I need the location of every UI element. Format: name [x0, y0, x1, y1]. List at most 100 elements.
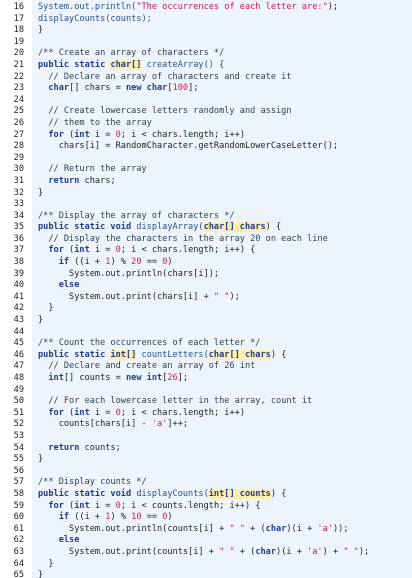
code-line: 56	[0, 466, 412, 478]
line-number: 29	[13, 152, 24, 163]
code-token: (	[63, 500, 75, 511]
line-number: 31	[13, 175, 24, 186]
code-text: // For each lowercase letter in the arra…	[38, 396, 312, 408]
code-background	[32, 0, 412, 578]
code-token: ) {	[270, 349, 287, 360]
code-token: i =	[89, 245, 116, 256]
line-number: 57	[13, 477, 24, 488]
code-token: [] chars =	[69, 83, 126, 94]
code-token: " "	[219, 546, 235, 557]
code-text: char[] chars = new char[100];	[38, 83, 198, 95]
line-number: 60	[13, 512, 24, 523]
code-token: char[]	[110, 59, 142, 70]
code-line: 33	[0, 199, 412, 211]
code-text: }	[38, 454, 43, 466]
code-token: createArray() {	[141, 59, 225, 70]
code-line: 24	[0, 95, 412, 107]
code-token: ];	[188, 83, 199, 94]
code-token: )(i +	[276, 546, 308, 557]
code-token: int	[74, 245, 90, 256]
code-token: counts[chars[i] -	[38, 419, 152, 430]
code-token: 0	[162, 257, 168, 268]
line-number: 64	[13, 558, 24, 569]
code-token: ) {	[265, 222, 282, 233]
code-token: 26	[167, 373, 178, 383]
code-line: 63 System.out.print(counts[i] + " " + (c…	[0, 547, 412, 559]
code-token: new char	[125, 83, 168, 94]
code-token: );	[358, 546, 370, 557]
code-line: 22 // Declare an array of characters and…	[0, 72, 412, 84]
code-line: 50 // For each lowercase letter in the a…	[0, 396, 412, 408]
code-token: (	[63, 129, 75, 140]
line-number: 59	[13, 500, 24, 511]
code-line: 52 counts[chars[i] - 'a']++;	[0, 419, 412, 431]
line-number: 52	[13, 419, 24, 430]
line-number: 37	[13, 245, 24, 256]
code-line: 57/** Display counts */	[0, 477, 412, 489]
code-token: 100	[172, 83, 189, 94]
code-line: 30 // Return the array	[0, 164, 412, 176]
code-token: }	[38, 315, 44, 326]
code-token: )	[167, 512, 173, 523]
code-text: if ((i + 1) % 10 == 0)	[38, 512, 173, 524]
line-number: 61	[13, 523, 24, 534]
code-text: // Create lowercase letters randomly and…	[38, 106, 291, 118]
line-number: 26	[13, 117, 24, 128]
line-number: 44	[13, 326, 24, 337]
code-line: 51 for (int i = 0; i < chars.length; i++…	[0, 408, 412, 420]
code-text: }	[38, 188, 43, 200]
code-token: 'a'	[317, 523, 333, 534]
code-token: [	[162, 373, 168, 383]
code-token: char	[265, 523, 287, 534]
code-token: (	[63, 245, 75, 256]
code-token: }	[38, 454, 44, 465]
code-text: return chars;	[38, 176, 115, 188]
code-text: }	[38, 559, 53, 571]
line-number: 53	[13, 430, 24, 441]
code-token: i =	[89, 129, 116, 140]
code-token: 1	[105, 257, 111, 268]
code-line: 38 if ((i + 1) % 20 == 0)	[0, 257, 412, 269]
code-token: ]++;	[167, 419, 189, 430]
code-token: ((i +	[69, 512, 106, 523]
line-number: 16	[13, 2, 24, 12]
code-line: 41 System.out.print(chars[i] + " ");	[0, 292, 412, 304]
code-text: // Declare and create an array of 26 int	[38, 361, 255, 373]
code-text: /** Display the array of characters */	[38, 211, 235, 223]
code-token: 0	[115, 245, 121, 256]
code-line: 39 System.out.println(chars[i]);	[0, 269, 412, 281]
code-line: 29	[0, 153, 412, 165]
line-number: 65	[13, 570, 24, 578]
line-number: 48	[13, 373, 24, 383]
code-token: System.out.print(counts[i] +	[38, 546, 220, 557]
code-token: ) %	[110, 257, 132, 268]
code-token: );	[327, 2, 339, 12]
code-token: new int	[125, 373, 163, 383]
code-line: 61 System.out.println(counts[i] + " " + …	[0, 524, 412, 536]
code-token: [] counts =	[63, 373, 126, 383]
code-token: displayCounts(counts);	[38, 13, 152, 24]
line-number: 24	[13, 94, 24, 105]
code-text: for (int i = 0; i < chars.length; i++)	[38, 408, 245, 420]
code-token: ==	[141, 512, 163, 523]
line-number: 20	[13, 48, 24, 59]
code-token: countLetters(	[136, 349, 209, 360]
code-token: }	[38, 303, 54, 314]
code-line: 60 if ((i + 1) % 10 == 0)	[0, 512, 412, 524]
line-number: 55	[13, 454, 24, 465]
code-token: char[] chars	[208, 349, 271, 360]
code-line: 32}	[0, 188, 412, 200]
code-token: ];	[177, 373, 189, 383]
code-line: 62 else	[0, 535, 412, 547]
line-number: 49	[13, 384, 24, 395]
code-token: 'a'	[307, 546, 323, 557]
code-line: 65}	[0, 570, 412, 578]
code-line: 53	[0, 431, 412, 443]
code-line: 26 // them to the array	[0, 118, 412, 130]
code-token: return	[38, 442, 80, 453]
code-token: // Declare and create an array of 26 int	[38, 361, 256, 372]
code-text: return counts;	[38, 442, 120, 455]
